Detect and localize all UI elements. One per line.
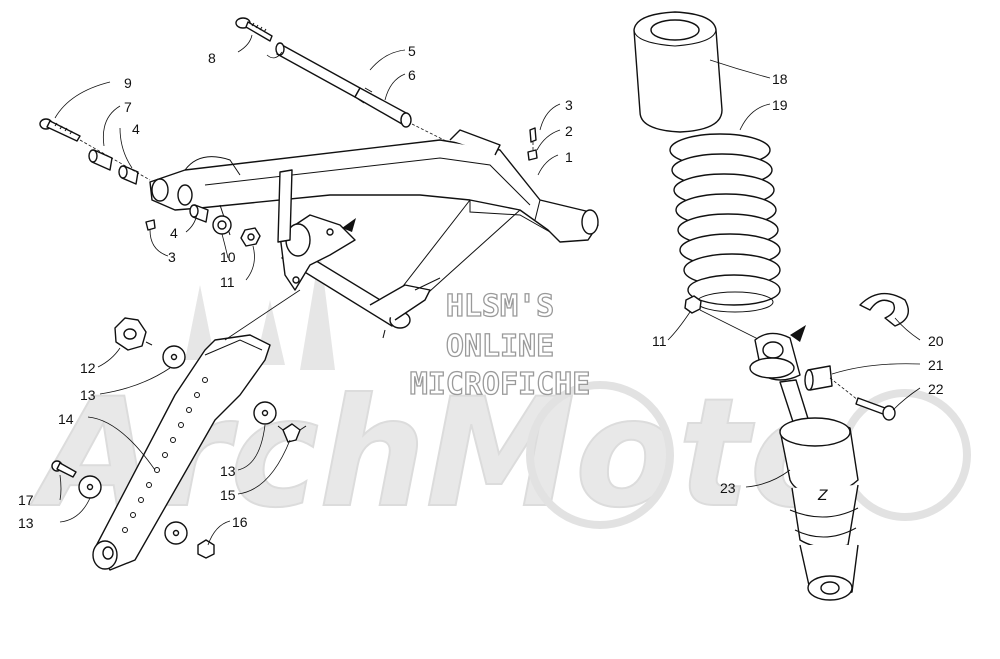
background-logo: ArchMoto xyxy=(29,250,971,542)
callout-12: 12 xyxy=(80,360,96,376)
callout-4-top: 4 xyxy=(132,121,140,137)
shock-eye-top xyxy=(749,332,801,381)
callout-3-left: 3 xyxy=(168,249,176,265)
washer-10 xyxy=(212,215,232,235)
shock-absorber-23: Z xyxy=(779,379,859,601)
arrow-marker-left xyxy=(342,218,356,232)
grease-fitting-2-3-right xyxy=(527,127,538,161)
spring-19 xyxy=(669,133,781,313)
axis-line-shaft xyxy=(411,123,449,143)
bolt-22 xyxy=(855,397,896,421)
callout-8: 8 xyxy=(208,50,216,66)
washer-4-upper xyxy=(118,165,139,185)
callout-7: 7 xyxy=(124,99,132,115)
callout-2: 2 xyxy=(565,123,573,139)
arrow-marker-right xyxy=(790,325,806,342)
callout-17: 17 xyxy=(18,492,34,508)
swing-arm-frame xyxy=(149,129,599,339)
clip-20 xyxy=(859,292,909,327)
washer-4-lower xyxy=(189,204,209,223)
watermark-line-2: ONLINE xyxy=(446,329,554,364)
callout-16: 16 xyxy=(232,514,248,530)
callout-21: 21 xyxy=(928,357,944,373)
callout-11-right: 11 xyxy=(652,333,667,349)
callout-22: 22 xyxy=(928,381,944,397)
background-tower-2 xyxy=(300,250,335,370)
bushing-21 xyxy=(804,365,833,391)
callout-6: 6 xyxy=(408,67,416,83)
leader-lines xyxy=(54,34,921,546)
callout-4-lower: 4 xyxy=(170,225,178,241)
bolt-9 xyxy=(39,118,81,142)
pivot-shaft xyxy=(275,42,412,128)
background-tower-1 xyxy=(185,285,215,360)
grease-fitting-3-left xyxy=(145,219,156,231)
bushing-7 xyxy=(88,149,113,171)
callout-3-top: 3 xyxy=(565,97,573,113)
callout-13-b: 13 xyxy=(220,463,236,479)
callout-14: 14 xyxy=(58,411,74,427)
wing-nut-15 xyxy=(277,423,307,443)
callout-19: 19 xyxy=(772,97,788,113)
callout-20: 20 xyxy=(928,333,944,349)
callout-10: 10 xyxy=(220,249,236,265)
callout-1: 1 xyxy=(565,149,573,165)
callout-15: 15 xyxy=(220,487,236,503)
bolt-8 xyxy=(235,17,273,42)
nut-11-left xyxy=(240,227,261,247)
leader-strap-to-frame xyxy=(224,289,301,341)
knob-12 xyxy=(114,317,153,351)
background-logo-text: ArchMoto xyxy=(30,367,853,541)
watermark: HLSM'S ONLINE MICROFICHE xyxy=(409,288,591,402)
background-wheel-right xyxy=(839,389,971,521)
bolt-17 xyxy=(51,460,77,478)
callout-13-a: 13 xyxy=(80,387,96,403)
callout-13-c: 13 xyxy=(18,515,34,531)
shock-assembly: Z xyxy=(633,11,909,601)
limiter-strap-assembly xyxy=(51,289,307,571)
callout-labels: 1 2 3 3 4 4 5 6 7 8 9 10 11 11 12 13 13 … xyxy=(18,43,944,531)
bump-stop-18 xyxy=(633,11,723,133)
axis-line-left xyxy=(79,139,151,181)
svg-text:Z: Z xyxy=(817,488,828,504)
callout-23: 23 xyxy=(720,480,736,496)
nut-11-right xyxy=(684,295,702,314)
background-wheel-left xyxy=(526,381,674,529)
callout-5: 5 xyxy=(408,43,416,59)
callout-18: 18 xyxy=(772,71,788,87)
watermark-line-3: MICROFICHE xyxy=(410,367,591,402)
limiter-strap xyxy=(94,334,271,571)
callout-11-left: 11 xyxy=(220,274,235,290)
watermark-line-1: HLSM'S xyxy=(446,289,554,324)
nut-16 xyxy=(197,539,215,559)
callout-9: 9 xyxy=(124,75,132,91)
